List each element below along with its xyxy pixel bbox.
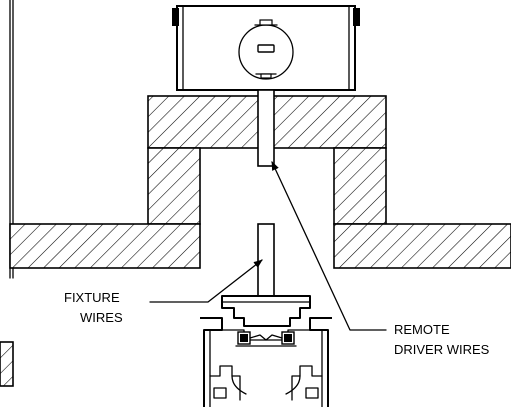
ceiling-left-hatch: [9, 223, 201, 269]
fixture-extrusion: [200, 295, 332, 407]
fixture-wires-leader: [149, 259, 263, 303]
right-wall-hatch: [333, 147, 387, 225]
ceiling-right-hatch: [333, 223, 511, 269]
remote-wire-stub: [257, 89, 275, 167]
remote-driver-wires-leader: [271, 161, 387, 331]
left-wall-hatch: [147, 147, 201, 225]
left-hatch-sliver: [0, 341, 14, 387]
fixture-label-line2: WIRES: [80, 310, 123, 325]
knockout-circle: [238, 19, 294, 80]
fixture-label-line1: FIXTURE: [64, 290, 120, 305]
remote-label-line1: REMOTE: [394, 322, 450, 337]
fixture-wire-stub: [257, 223, 275, 297]
remote-label-line2: DRIVER WIRES: [394, 342, 490, 357]
